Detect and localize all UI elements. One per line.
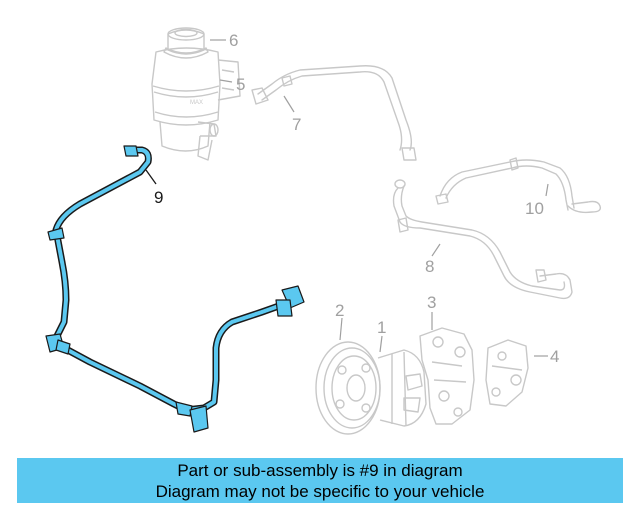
callout-6[interactable]: 6 — [229, 31, 238, 50]
callout-10[interactable]: 10 — [525, 199, 544, 218]
hose-7-drawing — [251, 65, 417, 161]
callout-3[interactable]: 3 — [427, 293, 436, 312]
callout-8[interactable]: 8 — [425, 257, 434, 276]
hose-9-body — [52, 148, 292, 412]
hose-9-fitting-bottom — [175, 401, 193, 417]
hose-9-bracket-bottom — [189, 405, 209, 433]
info-banner: Part or sub-assembly is #9 in diagram Di… — [17, 458, 623, 503]
hose-8-drawing — [392, 179, 573, 300]
callout-5[interactable]: 5 — [236, 75, 245, 94]
bracket-4-drawing — [485, 339, 529, 407]
svg-text:MAX: MAX — [190, 100, 203, 106]
hose-9-end-fitting-top — [123, 145, 139, 157]
hose-9-clip-mid — [55, 339, 71, 355]
callout-1[interactable]: 1 — [377, 318, 386, 337]
hose-9-clip-left — [47, 227, 65, 241]
banner-line-2: Diagram may not be specific to your vehi… — [155, 481, 485, 501]
callout-4[interactable]: 4 — [550, 347, 559, 366]
callout-9[interactable]: 9 — [154, 188, 163, 207]
banner-line-1: Part or sub-assembly is #9 in diagram — [177, 460, 463, 480]
hose-9-highlight[interactable] — [45, 145, 305, 433]
leader-lines — [210, 39, 549, 357]
leader-line-9 — [145, 169, 157, 185]
hose-10-drawing — [435, 157, 602, 214]
reservoir-drawing: MAX — [151, 27, 241, 161]
parts-diagram: MAX — [45, 27, 602, 435]
callout-7[interactable]: 7 — [292, 115, 301, 134]
pump-drawing — [315, 341, 427, 435]
callout-2[interactable]: 2 — [335, 301, 344, 320]
hose-9-clip-right — [275, 299, 293, 317]
hose-9-outline — [50, 146, 294, 414]
bracket-3-drawing — [419, 327, 475, 425]
